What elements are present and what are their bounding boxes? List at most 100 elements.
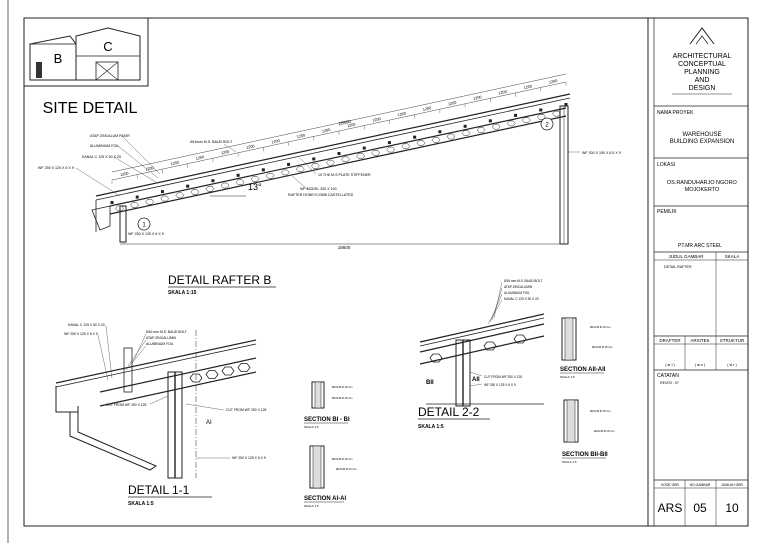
spacing-label: 1200 [322,128,331,134]
honeycomb-hole [250,176,260,182]
purlin [261,168,265,172]
catatan-value: REVISI : 07 [660,381,679,385]
left-column [119,205,127,243]
honeycomb-hole [446,133,456,140]
purlin-marks [110,82,568,204]
d11-gutter [55,386,79,413]
label-wf-bottom: WF 250 X 125 X 6 X 9 [128,232,164,236]
honeycomb-hole [160,195,170,202]
detail-1-1: KANAL C 125 X 50 X 20 WF 250 X 125 X 6 X… [55,323,267,507]
pemilik-value: PT.MR ARC STEEL [678,243,722,249]
judul-gambar-label: JUDUL GAMBAR [668,254,704,259]
spacing-label: 1200 [196,155,205,161]
label-wf-left: WF 250 X 125 X 6 X 9 [38,166,74,170]
detail-1-1-scale: SKALA 1:5 [128,501,154,507]
honeycomb-hole [190,189,200,195]
purlin [438,130,442,134]
detail-rafter-b-scale: SKALA 1:15 [168,290,197,296]
lokasi-label: LOKASI [657,162,675,168]
jumlah-gbr-label: JUMLAH GBR [721,483,743,487]
purlin [413,135,417,139]
section-bii-scale: SKALA 1:5 [562,460,577,464]
d11-rafter-bottom [99,371,257,407]
section-bi-bi: Ø16x45 Ø 18 mm Ø16x45 Ø 18 mm SECTION BI… [304,381,352,429]
honeycomb-hole [280,169,290,176]
struktur-label: STRUKTUR [720,338,745,343]
d11-rafter-top [99,357,257,393]
firm-line-5: DESIGN [689,85,716,92]
firm-line-3: PLANNING [684,69,720,76]
detail-marker-1 [137,217,151,231]
honeycomb-hole [296,166,305,172]
building-c-door [95,61,119,81]
kode-gbr-label: KODE GBR [661,483,679,487]
honeycomb-hole [522,117,531,123]
purlin [463,124,467,128]
honeycomb-hole [205,186,215,192]
d11-label-atap: ATAP ZINCALUMIN [146,336,177,340]
dimension-line-total [111,73,567,173]
roof-sheet-line [95,93,571,197]
firm-logo-icon [689,27,715,45]
d11-hole [237,363,251,372]
spacing-label: 1200 [372,117,381,123]
bi-bolt-label-2: Ø16x45 Ø 18 mm [332,396,352,400]
d11-label-wf-bottom: WF 250 X 125 X 6 X 9 [232,456,266,460]
callout-leaders [75,135,580,197]
d22-hole [483,341,497,351]
d22-hole [429,353,443,363]
honeycomb-hole [115,205,124,212]
label-aluminium-foil: ALUMINIUM FOIL [90,144,119,148]
d11-downpipe [69,412,158,471]
label-wf-right: WF 300 X 150 X 6.5 X 9 [582,151,621,155]
spacing-label: 1200 [498,90,507,96]
honeycomb-hole [431,137,441,143]
d11-hole [189,373,203,383]
honeycomb-hole [552,110,561,117]
firm-line-4: AND [695,77,710,84]
lokasi-line-2: MOJOKERTO [685,187,720,193]
label-wf-model: WF MODEL 300 X 100 [300,187,337,191]
honeycomb-hole [537,114,546,120]
building-b-box [29,43,77,81]
spacing-label: 1200 [296,133,305,139]
d11-foil-line [55,343,257,388]
detail-marker-2 [540,117,554,131]
d22-label-aii: AII [472,377,480,383]
site-detail-title: SITE DETAIL [43,100,138,117]
honeycomb-hole [506,120,516,127]
d11-honeycomb-holes [189,363,251,383]
ai-bolt-label: Ø16x45 Ø 18 mm [332,457,352,461]
d11-label-bolt: Ø16 mm M.S. BAUD BOLT [146,330,187,334]
section-ai-scale: SKALA 1:5 [304,504,319,508]
spacing-label: 1200 [448,101,457,107]
arsitek-label: ARSITEK [690,338,709,343]
no-gambar-value: 05 [693,501,707,515]
d22-label-foil: ALUMINIUM FOIL [504,291,530,295]
aii-web [564,317,574,361]
total-span-bottom: 18600 [338,245,351,250]
spacing-label: 1200 [549,79,558,85]
purlin [287,162,291,166]
purlin [135,195,139,199]
firm-logo-inner [695,35,709,45]
detail-1-1-title: DETAIL 1-1 [128,483,190,497]
detail-marker-1-label: 1 [142,223,146,229]
honeycomb-hole [145,199,154,205]
honeycomb-hole [175,192,185,199]
label-bolt-note: Ø16mm M.S. BAUD BOLT [190,140,233,144]
bi-bolt-label: Ø16x45 Ø 18 mm [332,385,352,389]
rafter-bottom-flange [109,115,567,215]
d11-hole [205,370,219,379]
spacing-label: 1200 [473,95,482,101]
d11-hole [221,366,235,376]
honeycomb-hole [235,179,245,185]
spacing-label: 1200 [221,150,230,156]
bii-web [566,399,576,443]
d22-label-kanal: KANAL C 125 X 50 X 20 [504,297,539,301]
purlin [362,146,366,150]
honeycomb-hole [461,130,471,136]
building-b-column [36,62,42,78]
section-aii-scale: SKALA 1:5 [560,375,575,379]
